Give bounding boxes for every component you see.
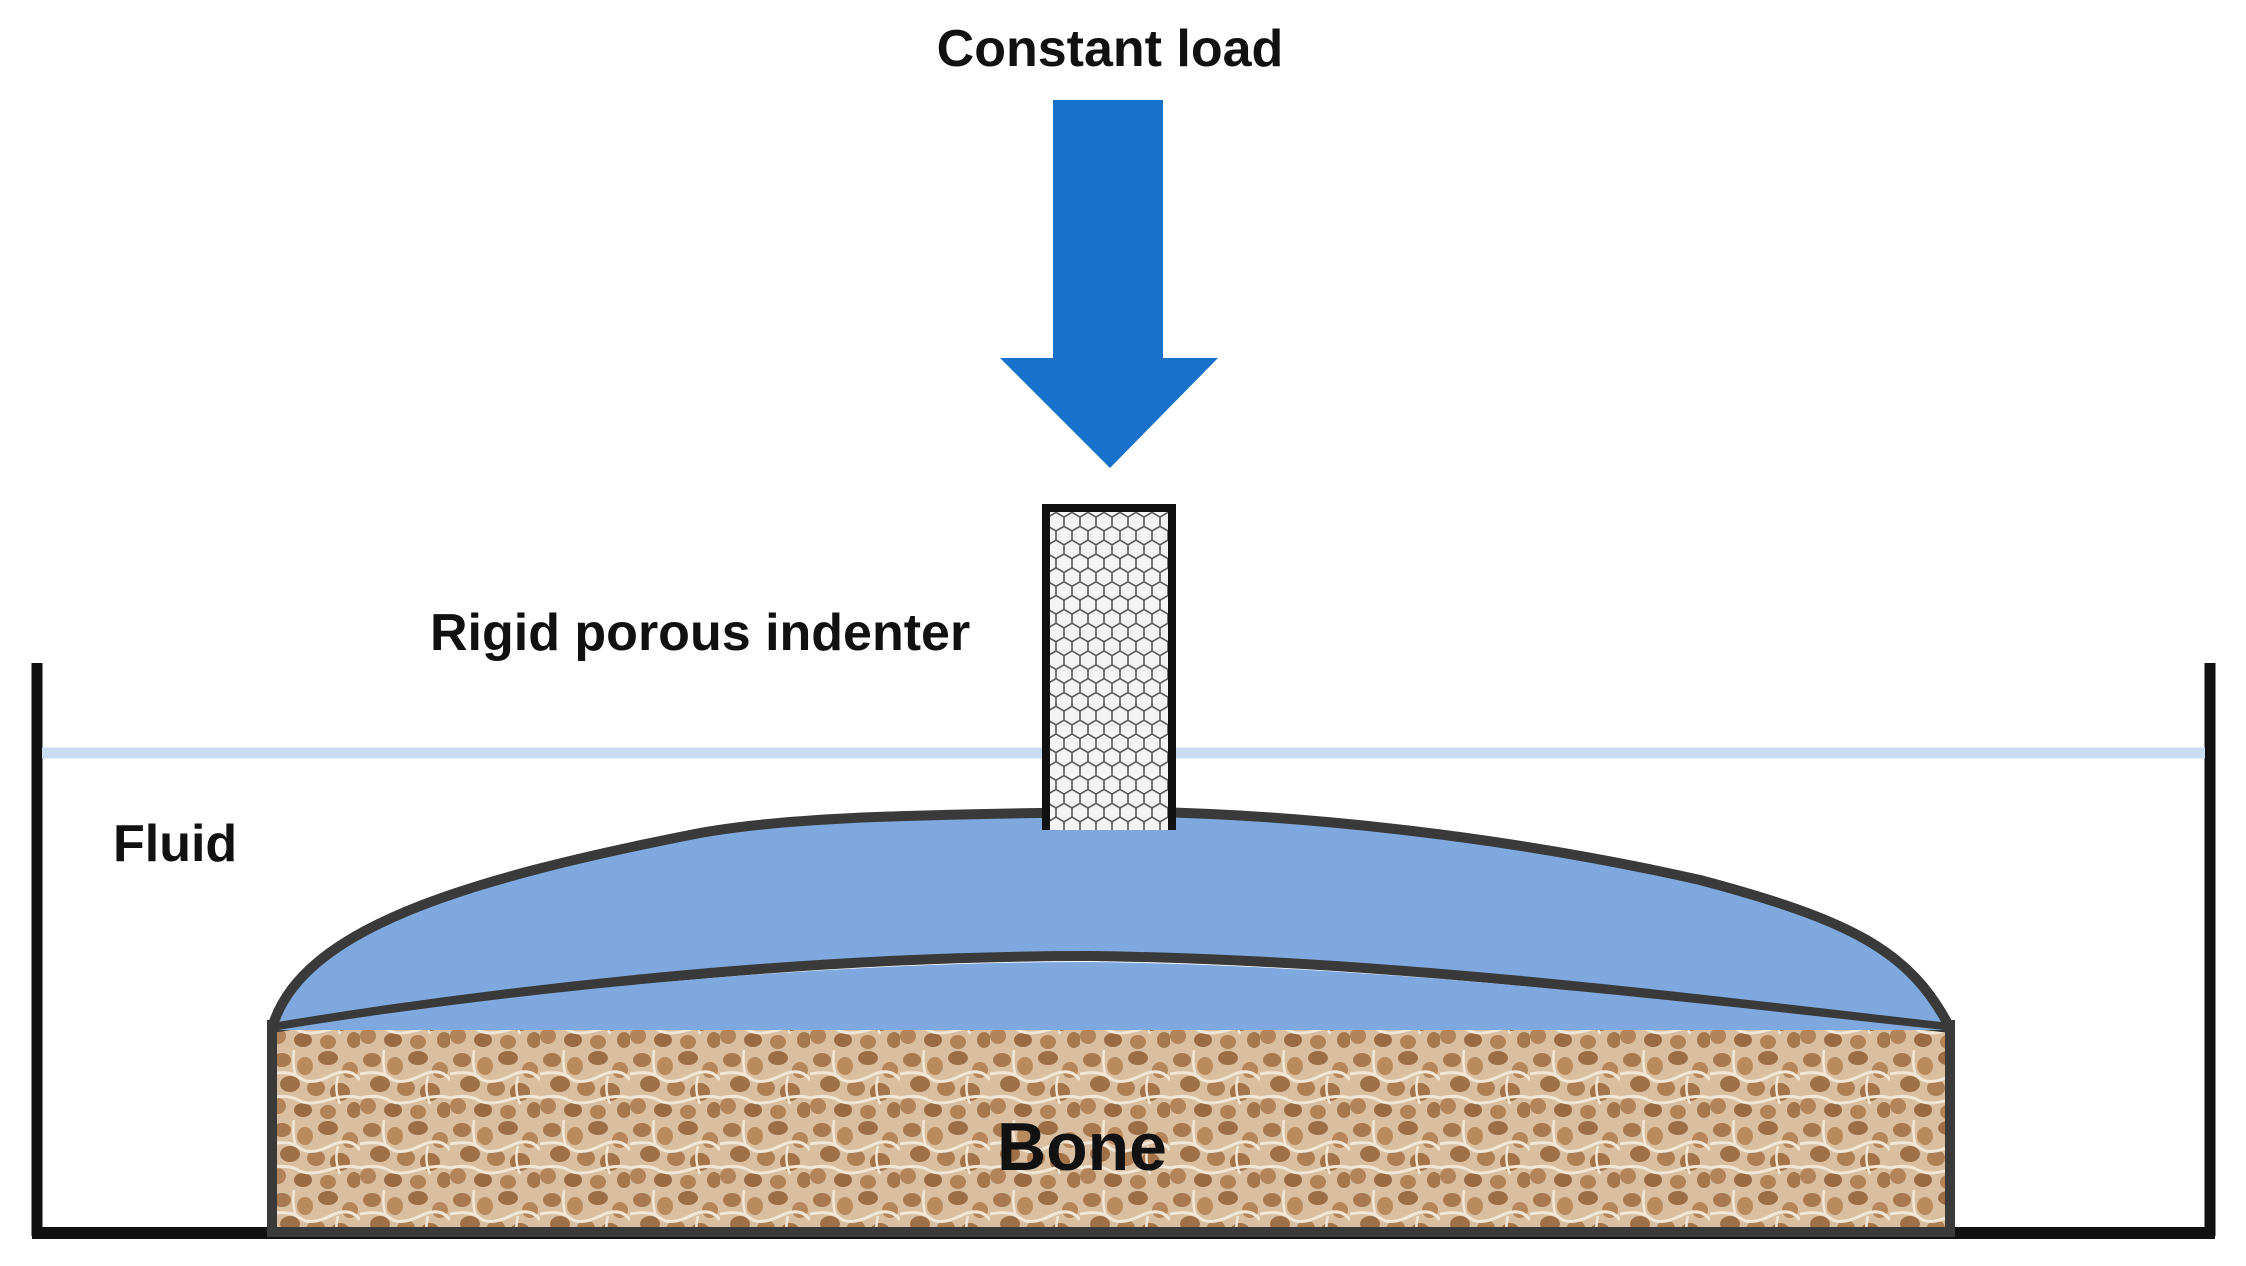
load-label: Constant load xyxy=(937,20,1284,78)
down-arrow-icon xyxy=(1000,100,1218,468)
fluid-label: Fluid xyxy=(113,815,237,873)
indenter-label: Rigid porous indenter xyxy=(430,604,970,662)
bone-layer xyxy=(267,1020,1955,1237)
indenter-outline xyxy=(1042,504,1176,830)
cartilage-interface-line xyxy=(271,951,1951,1033)
bone-label: Bone xyxy=(997,1109,1167,1185)
porous-indenter xyxy=(1042,504,1176,830)
indenter-mesh xyxy=(1046,508,1172,830)
fluid-gap-layer xyxy=(278,962,1944,1030)
